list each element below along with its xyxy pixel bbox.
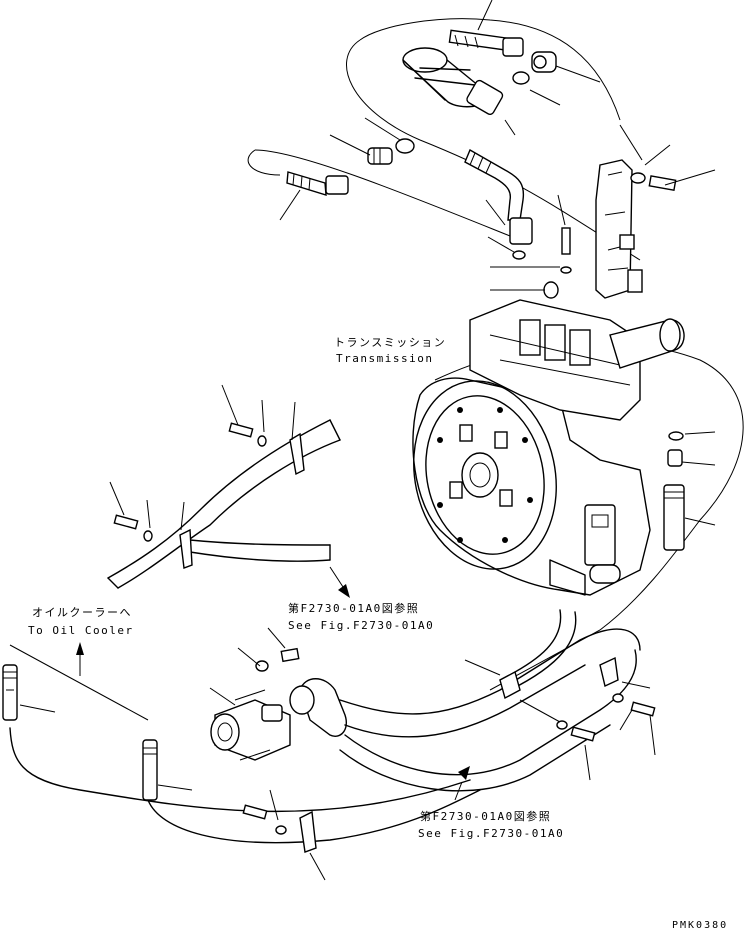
mounting-bracket	[595, 159, 677, 299]
oil-cooler-label-en: To Oil Cooler	[28, 624, 134, 637]
lower-pipe-assembly	[339, 609, 656, 792]
left-hose	[286, 171, 349, 196]
oil-pump	[210, 689, 291, 761]
oil-cooler-hoses	[2, 664, 481, 853]
filter-group	[247, 18, 641, 299]
fig-ref-lower-en: See Fig.F2730-01A0	[418, 827, 565, 840]
hose-end-fitting	[2, 664, 18, 721]
oil-cooler-label-jp: オイルクーラーへ	[32, 606, 132, 619]
fig-ref-lower-jp: 第F2730-01A0図参照	[420, 810, 552, 823]
connector-fitting	[531, 51, 557, 73]
bent-hose	[464, 148, 533, 245]
adapter-fitting	[667, 449, 683, 467]
transmission-label-en: Transmission	[336, 352, 434, 365]
elbow-fitting	[367, 147, 393, 165]
transmission-label-jp: トランスミッション	[334, 336, 447, 349]
left-pipe-assembly	[107, 419, 341, 589]
fig-ref-upper-en: See Fig.F2730-01A0	[288, 619, 435, 632]
leader-lines	[19, 0, 716, 881]
bolt	[561, 227, 571, 255]
upper-hose	[448, 29, 524, 57]
o-ring	[512, 71, 530, 85]
o-ring	[668, 431, 684, 441]
arrow-up-icon	[76, 642, 84, 655]
fig-ref-upper-jp: 第F2730-01A0図参照	[288, 602, 420, 615]
bolt	[280, 647, 300, 663]
o-ring	[512, 250, 526, 260]
right-hose-fitting	[663, 484, 685, 551]
oil-filter	[402, 47, 504, 115]
elbow-hose	[289, 678, 347, 737]
hose-end-fitting	[142, 739, 158, 801]
spacer	[543, 281, 559, 299]
callout-bracket	[9, 644, 149, 721]
washer	[255, 660, 269, 672]
o-ring	[395, 138, 415, 154]
washer	[560, 266, 572, 274]
drawing-code: PMK0380	[672, 920, 729, 931]
transmission-housing	[412, 299, 744, 691]
